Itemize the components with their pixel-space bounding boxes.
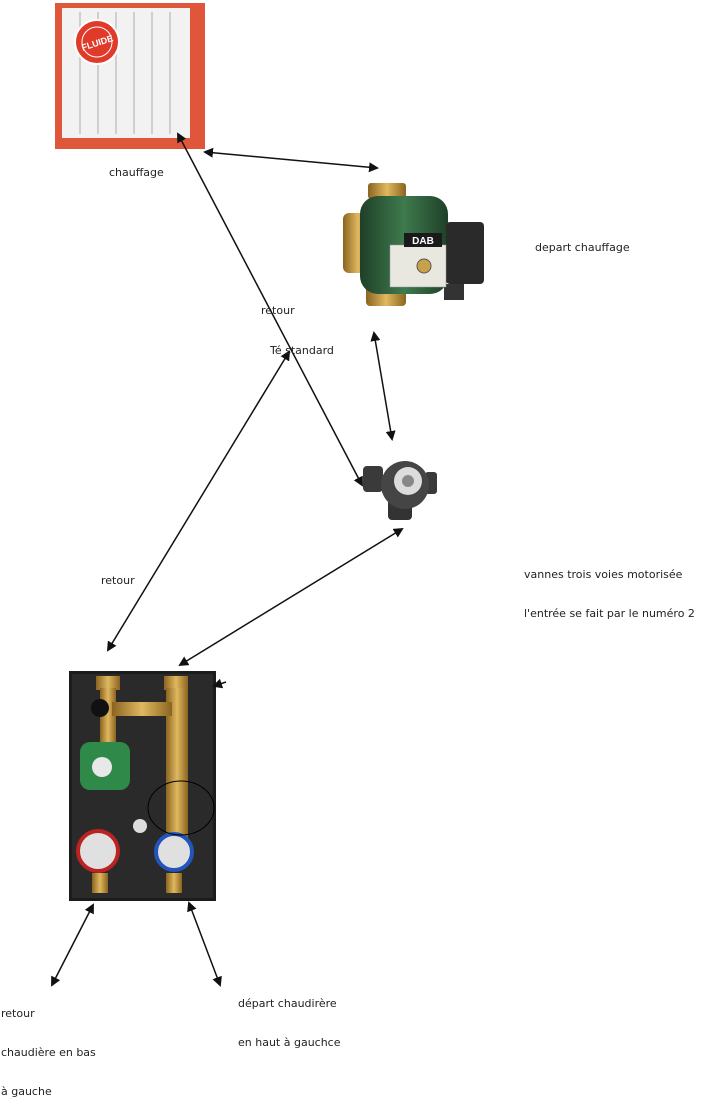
three-way-valve-image — [363, 461, 437, 520]
depart-chaudiere-line-1: départ chaudirère — [238, 997, 337, 1010]
vanne-line-2: l'entrée se fait par le numéro 2 — [524, 607, 695, 620]
vanne-line-1: vannes trois voies motorisée — [524, 568, 683, 581]
label-retour-top: retour — [261, 304, 295, 317]
retour-chaudiere-line-3: à gauche — [1, 1085, 52, 1098]
label-chauffage: chauffage — [109, 166, 164, 179]
arrow-pump-to-valve — [370, 331, 396, 441]
arrow-tee-to-module — [106, 350, 291, 652]
label-depart-chaudiere: départ chaudirère en haut à gauchce — [238, 971, 341, 1062]
label-retour-mid: retour — [101, 574, 135, 587]
arrow-retour-chaudiere — [51, 903, 94, 987]
circulator-pump-image: DAB — [343, 183, 484, 306]
arrow-valve-to-module — [178, 527, 404, 667]
arrow-radiator-to-valve — [177, 132, 363, 487]
label-te-standard: Té standard — [270, 344, 334, 357]
arrow-radiator-to-pump — [203, 147, 379, 173]
label-depart-chauffage: depart chauffage — [535, 241, 630, 254]
label-vanne-trois-voies: vannes trois voies motorisée l'entrée se… — [524, 542, 695, 633]
heating-diagram: FLUIDE DAB — [51, 3, 484, 987]
depart-chaudiere-line-2: en haut à gauchce — [238, 1036, 341, 1049]
retour-chaudiere-line-1: retour — [1, 1007, 35, 1020]
arrow-module-corner — [212, 678, 227, 689]
radiator-image: FLUIDE — [55, 3, 205, 149]
pump-station-image — [69, 671, 216, 901]
arrow-depart-chaudiere — [187, 901, 222, 987]
retour-chaudiere-line-2: chaudière en bas — [1, 1046, 96, 1059]
pump-brand-text: DAB — [412, 236, 434, 247]
label-retour-chaudiere: retour chaudière en bas à gauche — [1, 981, 96, 1111]
